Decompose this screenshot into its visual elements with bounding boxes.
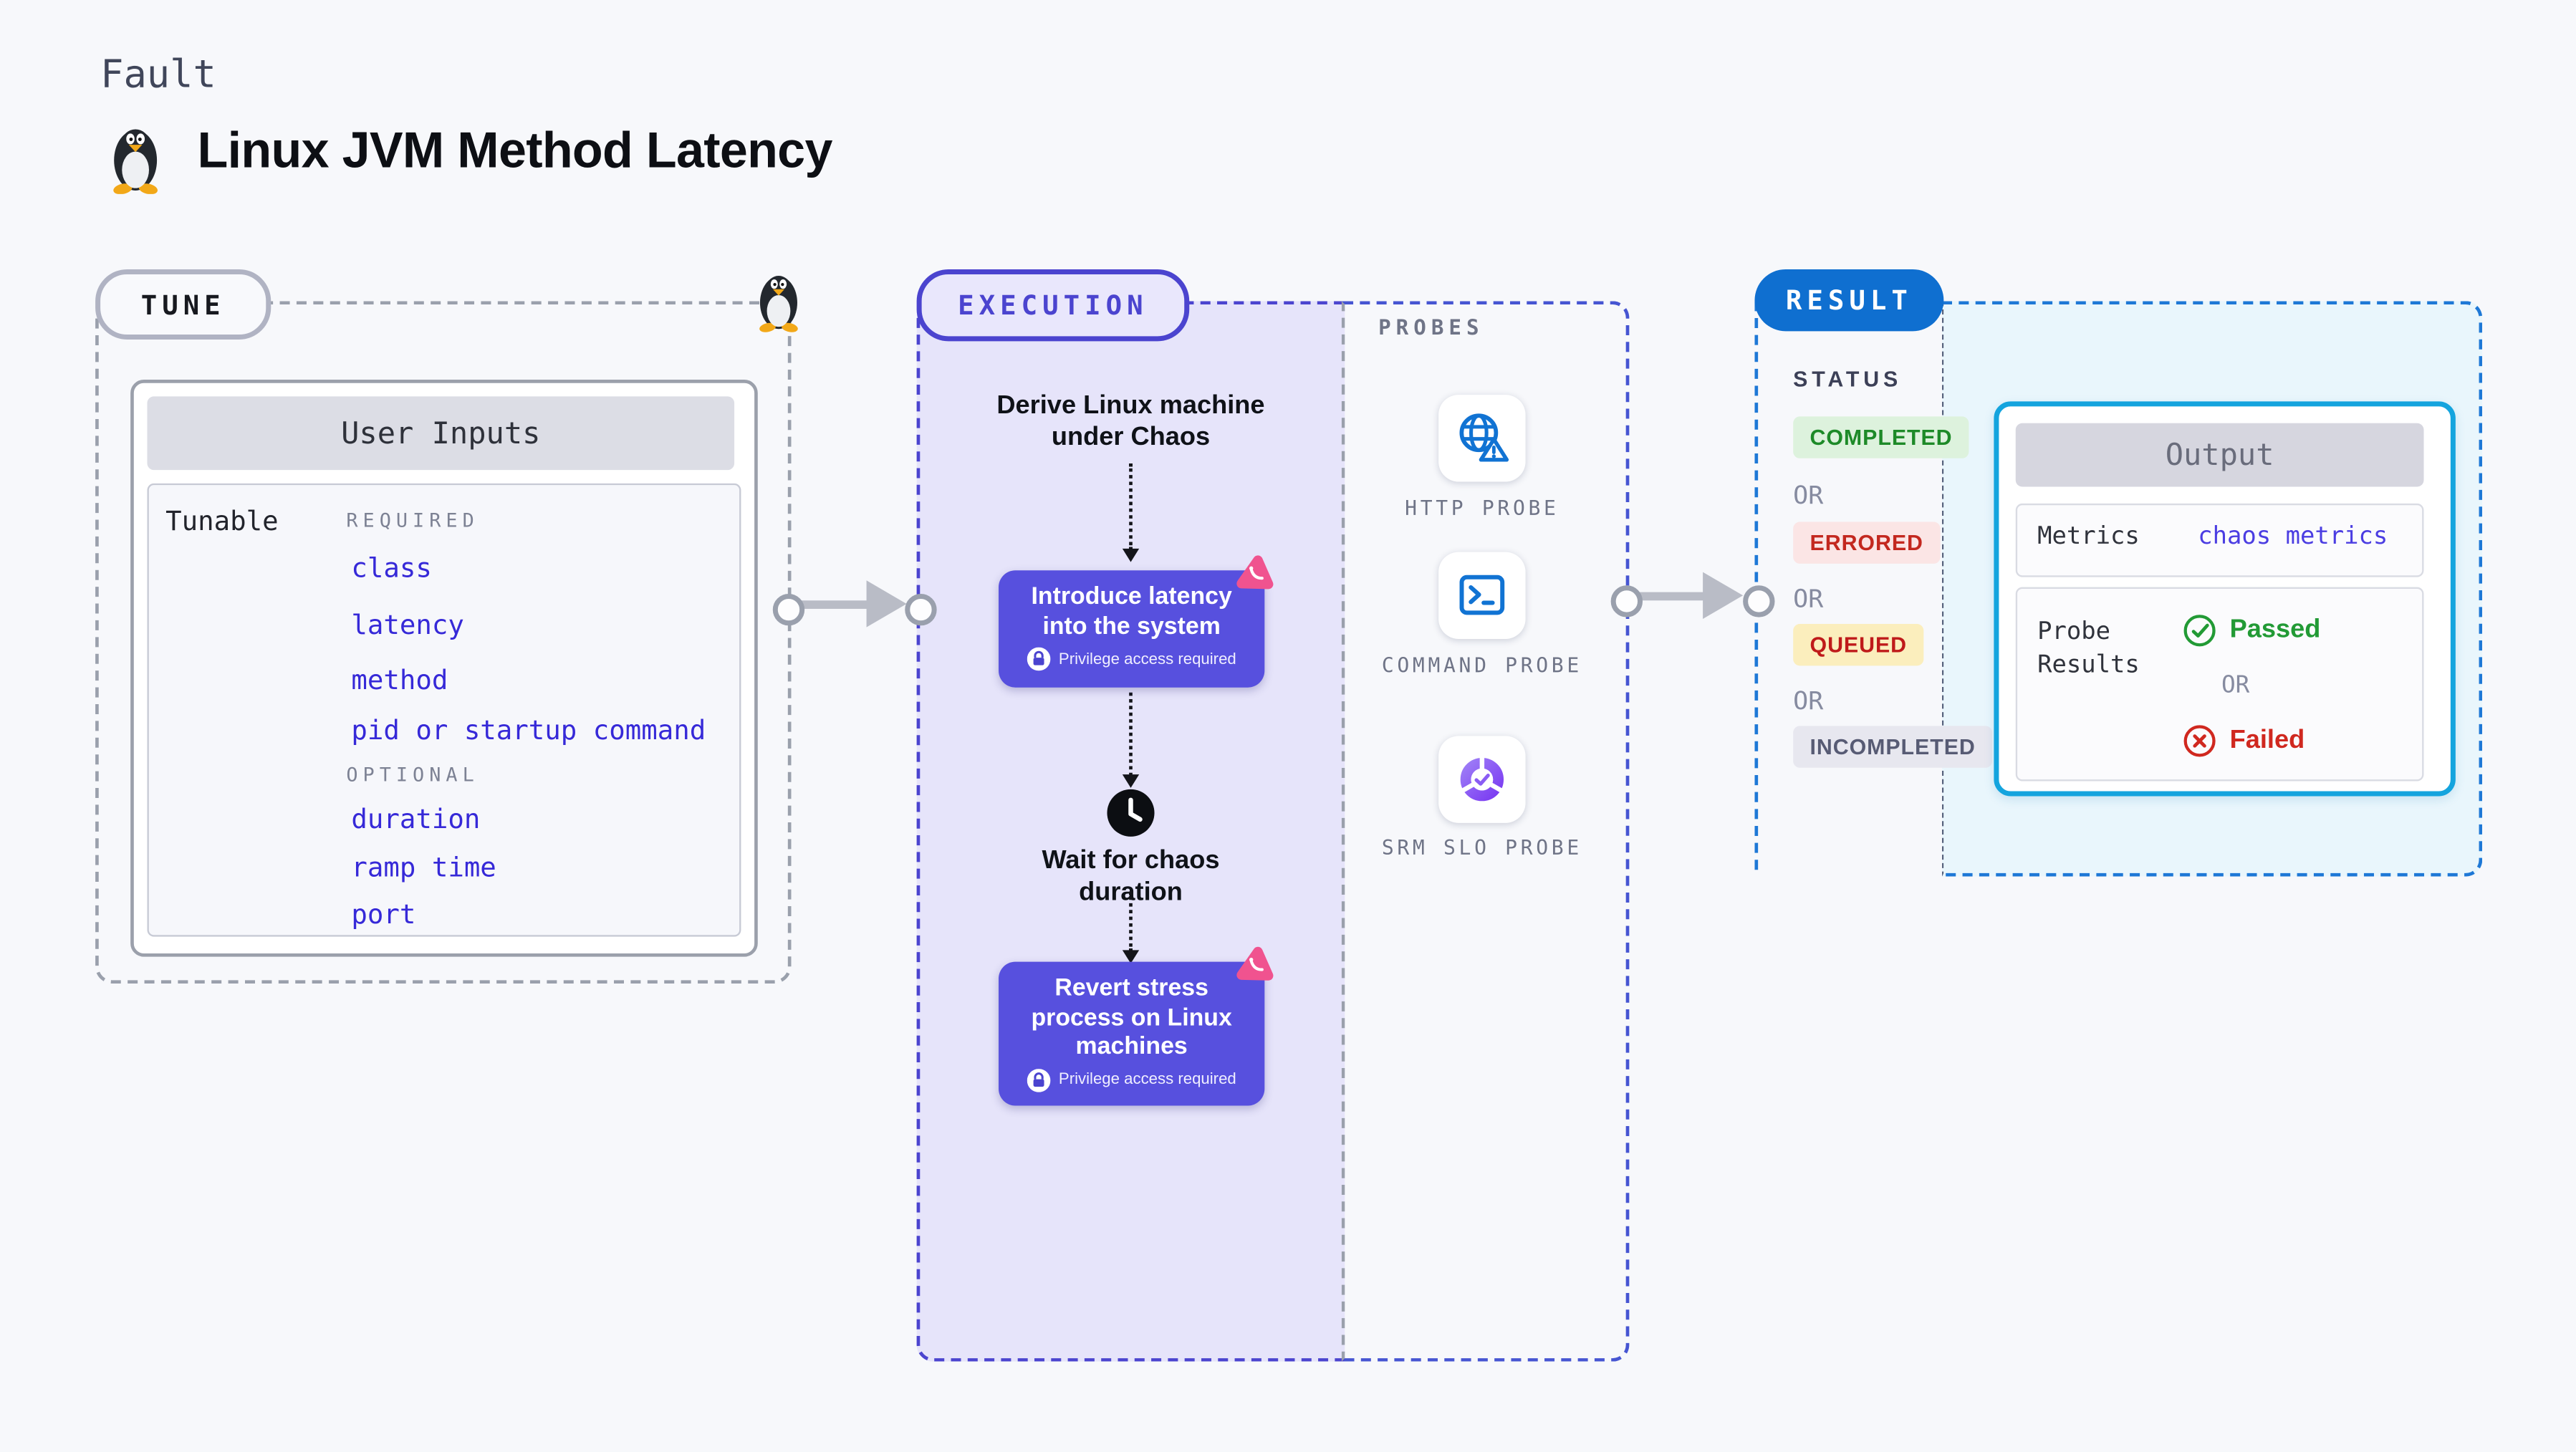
status-badge-incompleted: INCOMPLETED bbox=[1793, 726, 1993, 768]
slo-donut-icon bbox=[1460, 756, 1504, 802]
probe-results-row: Probe Results Passed OR Failed bbox=[2015, 587, 2424, 782]
tux-penguin-icon bbox=[759, 276, 798, 332]
flow-arrowhead bbox=[1703, 572, 1744, 619]
tunable-item: port bbox=[351, 898, 416, 931]
probe-name: HTTP PROBE bbox=[1405, 496, 1559, 521]
flow-arrow-line bbox=[784, 600, 872, 609]
or-label: OR bbox=[1793, 480, 1824, 511]
output-header: Output bbox=[2015, 423, 2424, 487]
status-label: STATUS bbox=[1793, 366, 1903, 392]
lock-icon bbox=[1027, 647, 1051, 671]
execution-badge: EXECUTION bbox=[916, 269, 1190, 342]
flow-arrowhead bbox=[866, 580, 907, 628]
probe-name: SRM SLO PROBE bbox=[1381, 836, 1582, 860]
passed-label: Passed bbox=[2229, 615, 2321, 644]
derive-step-label: Derive Linux machine under Chaos bbox=[996, 391, 1265, 452]
step-label: Introduce latency into the system bbox=[1031, 583, 1232, 640]
or-label: OR bbox=[2221, 672, 2250, 700]
check-circle-icon bbox=[2183, 615, 2216, 647]
dotted-arrow-down bbox=[1122, 692, 1140, 788]
optional-label: OPTIONAL bbox=[346, 762, 479, 787]
tunable-label: Tunable bbox=[165, 505, 279, 537]
flow-endpoint-dot bbox=[1743, 585, 1775, 617]
tune-badge: TUNE bbox=[95, 269, 271, 340]
revert-stress-step: Revert stress process on Linux machines … bbox=[999, 961, 1265, 1105]
x-circle-icon bbox=[2183, 725, 2216, 757]
probes-label: PROBES bbox=[1378, 314, 1484, 340]
failed-label: Failed bbox=[2229, 726, 2305, 755]
terminal-icon bbox=[1459, 574, 1505, 615]
privilege-note: Privilege access required bbox=[1058, 650, 1236, 668]
tune-zone bbox=[95, 301, 792, 984]
step-label: Revert stress process on Linux machines bbox=[1031, 975, 1232, 1061]
chaos-fault-icon bbox=[1236, 946, 1274, 981]
dotted-arrow-down bbox=[1122, 463, 1140, 562]
command-probe-card bbox=[1438, 552, 1526, 639]
introduce-latency-step: Introduce latency into the system Privil… bbox=[999, 570, 1265, 688]
tux-penguin-icon bbox=[113, 129, 158, 194]
tunable-panel: Tunable REQUIRED class latency method pi… bbox=[147, 483, 741, 937]
tunable-item: duration bbox=[351, 802, 481, 835]
metrics-value: chaos metrics bbox=[2198, 523, 2388, 551]
user-inputs-header: User Inputs bbox=[147, 396, 735, 471]
flow-endpoint-dot bbox=[1610, 585, 1643, 617]
srm-slo-probe-card bbox=[1438, 736, 1526, 823]
page-title: Linux JVM Method Latency bbox=[197, 123, 833, 179]
status-badge-queued: QUEUED bbox=[1793, 623, 1924, 666]
tunable-item: class bbox=[351, 552, 432, 584]
flow-endpoint-dot bbox=[905, 593, 937, 626]
metrics-row: Metrics chaos metrics bbox=[2015, 503, 2424, 577]
http-probe-card bbox=[1438, 395, 1526, 482]
probe-results-label: Probe Results bbox=[2037, 618, 2140, 680]
required-label: REQUIRED bbox=[346, 508, 479, 532]
tunable-item: ramp time bbox=[351, 851, 496, 883]
user-inputs-card: User Inputs Tunable REQUIRED class laten… bbox=[130, 380, 758, 957]
status-badge-errored: ERRORED bbox=[1793, 521, 1941, 564]
or-label: OR bbox=[1793, 686, 1824, 716]
metrics-label: Metrics bbox=[2037, 523, 2140, 551]
output-card: Output Metrics chaos metrics Probe Resul… bbox=[1994, 401, 2456, 797]
tunable-item: method bbox=[351, 664, 448, 696]
status-badge-completed: COMPLETED bbox=[1793, 416, 1969, 458]
globe-alert-icon bbox=[1459, 413, 1509, 462]
tunable-item: pid or startup command bbox=[351, 714, 706, 746]
flow-endpoint-dot bbox=[772, 593, 805, 626]
dotted-arrow-down bbox=[1122, 891, 1140, 963]
tunable-item: latency bbox=[351, 608, 464, 641]
clock-icon bbox=[1107, 789, 1155, 837]
privilege-note: Privilege access required bbox=[1058, 1070, 1236, 1090]
chaos-fault-icon bbox=[1236, 555, 1274, 590]
probe-name: COMMAND PROBE bbox=[1381, 654, 1582, 678]
probes-zone bbox=[1341, 301, 1630, 1362]
lock-icon bbox=[1027, 1067, 1051, 1092]
flow-arrow-line bbox=[1624, 592, 1708, 601]
result-badge: RESULT bbox=[1754, 269, 1944, 332]
or-label: OR bbox=[1793, 583, 1824, 614]
fault-label: Fault bbox=[100, 53, 216, 97]
